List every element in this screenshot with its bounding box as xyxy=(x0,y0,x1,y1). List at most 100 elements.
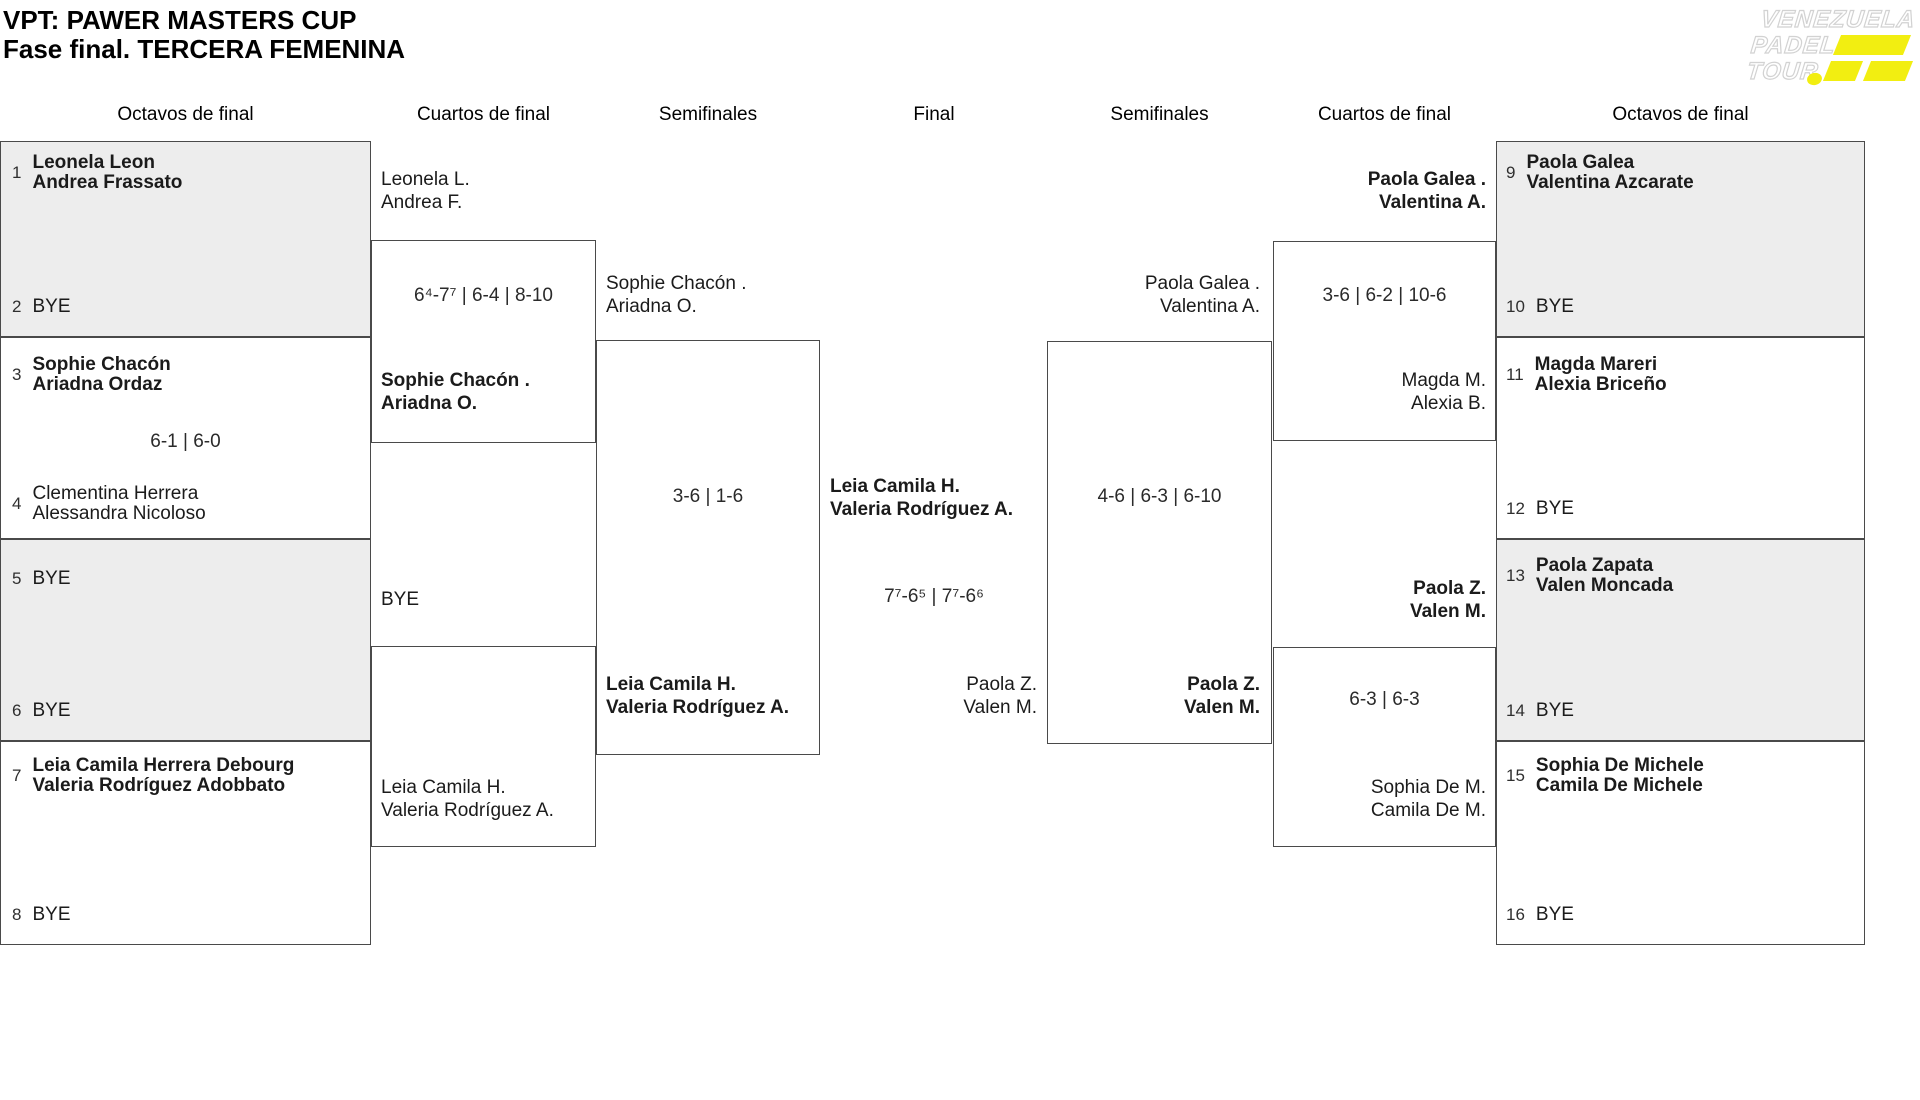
bracket-entry-12: 12 BYE xyxy=(1506,499,1574,519)
team-line: Valeria Rodríguez A. xyxy=(381,800,554,821)
vpt-logo: VENEZUELA PADEL TOUR xyxy=(1745,4,1917,92)
round-header-semifinales-right: Semifinales xyxy=(1110,104,1209,125)
team-line: Ariadna O. xyxy=(606,296,697,317)
team-line: Paola Z. xyxy=(1187,674,1260,695)
team-line: Valen M. xyxy=(1183,697,1260,718)
team-line: Alexia Briceño xyxy=(1534,374,1667,395)
team-line: Leonela Leon xyxy=(32,152,155,173)
team-line: Sophia De Michele xyxy=(1535,755,1704,776)
team-line: Paola Z. xyxy=(1413,578,1486,599)
team-line: Leonela L. xyxy=(381,169,470,190)
score-match-3-4: 6-1 | 6-0 xyxy=(150,431,221,452)
match-box-sf-right xyxy=(1047,341,1272,744)
team-line: BYE xyxy=(32,568,71,589)
sf-right-team: Paola Galea . Valentina A. xyxy=(1040,272,1260,318)
bracket-entry-4: 4 Clementina Herrera Alessandra Nicoloso xyxy=(12,484,206,524)
team-line: Paola Galea . xyxy=(1144,273,1260,294)
qf-right-top-loser: Magda M. Alexia B. xyxy=(1266,369,1486,415)
bracket-entry-2: 2 BYE xyxy=(12,297,71,317)
round-header-final: Final xyxy=(913,104,955,125)
match-box-qf-left-top xyxy=(371,240,596,443)
qf-right-top-winner: Paola Galea . Valentina A. xyxy=(1266,168,1486,214)
team-line: Leia Camila H. xyxy=(606,674,736,695)
team-line: BYE xyxy=(1535,498,1574,519)
match-box-qf-left-bottom xyxy=(371,646,596,847)
seed-14: 14 xyxy=(1506,701,1525,720)
seed-7: 7 xyxy=(12,766,22,785)
bracket-entry-8: 8 BYE xyxy=(12,905,71,925)
team-line: BYE xyxy=(381,589,420,610)
logo-word-padel: PADEL xyxy=(1749,31,1838,59)
seed-10: 10 xyxy=(1506,297,1525,316)
round-header-octavos-left: Octavos de final xyxy=(117,104,254,125)
logo-yellow-bar-right xyxy=(1862,61,1914,81)
bracket-entry-15: 15 Sophia De Michele Camila De Michele xyxy=(1506,756,1704,796)
qf-left-bottom-team: BYE xyxy=(381,588,419,611)
team-line: Camila De Michele xyxy=(1535,775,1703,796)
seed-2: 2 xyxy=(12,297,22,316)
team-line: BYE xyxy=(1535,296,1574,317)
score-qf-left-top: 6⁴-7⁷ | 6-4 | 8-10 xyxy=(414,285,553,306)
qf-left-bottom-winner: Leia Camila H. Valeria Rodríguez A. xyxy=(381,776,554,822)
team-line: BYE xyxy=(32,700,71,721)
bracket-entry-3: 3 Sophie Chacón Ariadna Ordaz xyxy=(12,355,171,395)
team-line: Valentina A. xyxy=(1379,192,1486,213)
team-line: Camila De M. xyxy=(1370,800,1486,821)
final-runner-up: Paola Z. Valen M. xyxy=(817,673,1037,719)
team-line: Valentina Azcarate xyxy=(1526,172,1694,193)
bracket-entry-13: 13 Paola Zapata Valen Moncada xyxy=(1506,556,1673,596)
tournament-title: VPT: PAWER MASTERS CUP Fase final. TERCE… xyxy=(3,6,405,64)
qf-left-top-winner: Sophie Chacón . Ariadna O. xyxy=(381,369,530,415)
seed-6: 6 xyxy=(12,701,22,720)
sf-left-team: Sophie Chacón . Ariadna O. xyxy=(606,272,747,318)
qf-left-top-team: Leonela L. Andrea F. xyxy=(381,168,470,214)
team-line: BYE xyxy=(32,904,71,925)
match-box-qf-right-top xyxy=(1273,241,1496,441)
bracket-entry-1: 1 Leonela Leon Andrea Frassato xyxy=(12,153,182,193)
bracket-entry-16: 16 BYE xyxy=(1506,905,1574,925)
team-line: Valen M. xyxy=(1409,601,1486,622)
logo-yellow-bar-top xyxy=(1832,35,1912,55)
bracket-entry-10: 10 BYE xyxy=(1506,297,1574,317)
match-box-5-6 xyxy=(0,539,371,741)
team-line: BYE xyxy=(1535,904,1574,925)
team-line: Ariadna Ordaz xyxy=(32,374,163,395)
seed-1: 1 xyxy=(12,163,22,182)
seed-8: 8 xyxy=(12,905,22,924)
seed-15: 15 xyxy=(1506,766,1525,785)
round-header-semifinales-left: Semifinales xyxy=(658,104,758,125)
seed-3: 3 xyxy=(12,365,22,384)
score-sf-left: 3-6 | 1-6 xyxy=(672,486,744,507)
bracket-entry-7: 7 Leia Camila Herrera Debourg Valeria Ro… xyxy=(12,756,294,796)
seed-9: 9 xyxy=(1506,163,1516,182)
tournament-name: VPT: PAWER MASTERS CUP xyxy=(3,5,357,35)
team-line: Clementina Herrera xyxy=(32,483,199,504)
sf-right-winner: Paola Z. Valen M. xyxy=(1040,673,1260,719)
seed-5: 5 xyxy=(12,569,22,588)
team-line: Alexia B. xyxy=(1411,393,1486,414)
team-line: Valeria Rodríguez A. xyxy=(830,499,1014,520)
team-line: Alessandra Nicoloso xyxy=(32,503,206,524)
team-line: Valentina A. xyxy=(1159,296,1260,317)
round-header-cuartos-right: Cuartos de final xyxy=(1317,104,1452,125)
team-line: Sophie Chacón . xyxy=(606,273,747,294)
bracket-entry-5: 5 BYE xyxy=(12,569,71,589)
team-line: Paola Galea xyxy=(1526,152,1635,173)
team-line: Andrea Frassato xyxy=(32,172,183,193)
team-line: Valen Moncada xyxy=(1535,575,1674,596)
sf-left-winner: Leia Camila H. Valeria Rodríguez A. xyxy=(606,673,789,719)
team-line: Ariadna O. xyxy=(381,393,478,414)
seed-13: 13 xyxy=(1506,566,1525,585)
team-line: Magda Mareri xyxy=(1534,354,1658,375)
team-line: Andrea F. xyxy=(381,192,463,213)
team-line: Leia Camila Herrera Debourg xyxy=(32,755,295,776)
team-line: BYE xyxy=(32,296,71,317)
team-line: Sophia De M. xyxy=(1370,777,1486,798)
seed-12: 12 xyxy=(1506,499,1525,518)
qf-right-bottom-loser: Sophia De M. Camila De M. xyxy=(1266,776,1486,822)
logo-yellow-bar-left xyxy=(1822,61,1864,81)
team-line: Paola Z. xyxy=(966,674,1037,695)
match-box-3-4 xyxy=(0,337,371,539)
match-box-7-8 xyxy=(0,741,371,945)
match-box-qf-right-bottom xyxy=(1273,647,1496,847)
